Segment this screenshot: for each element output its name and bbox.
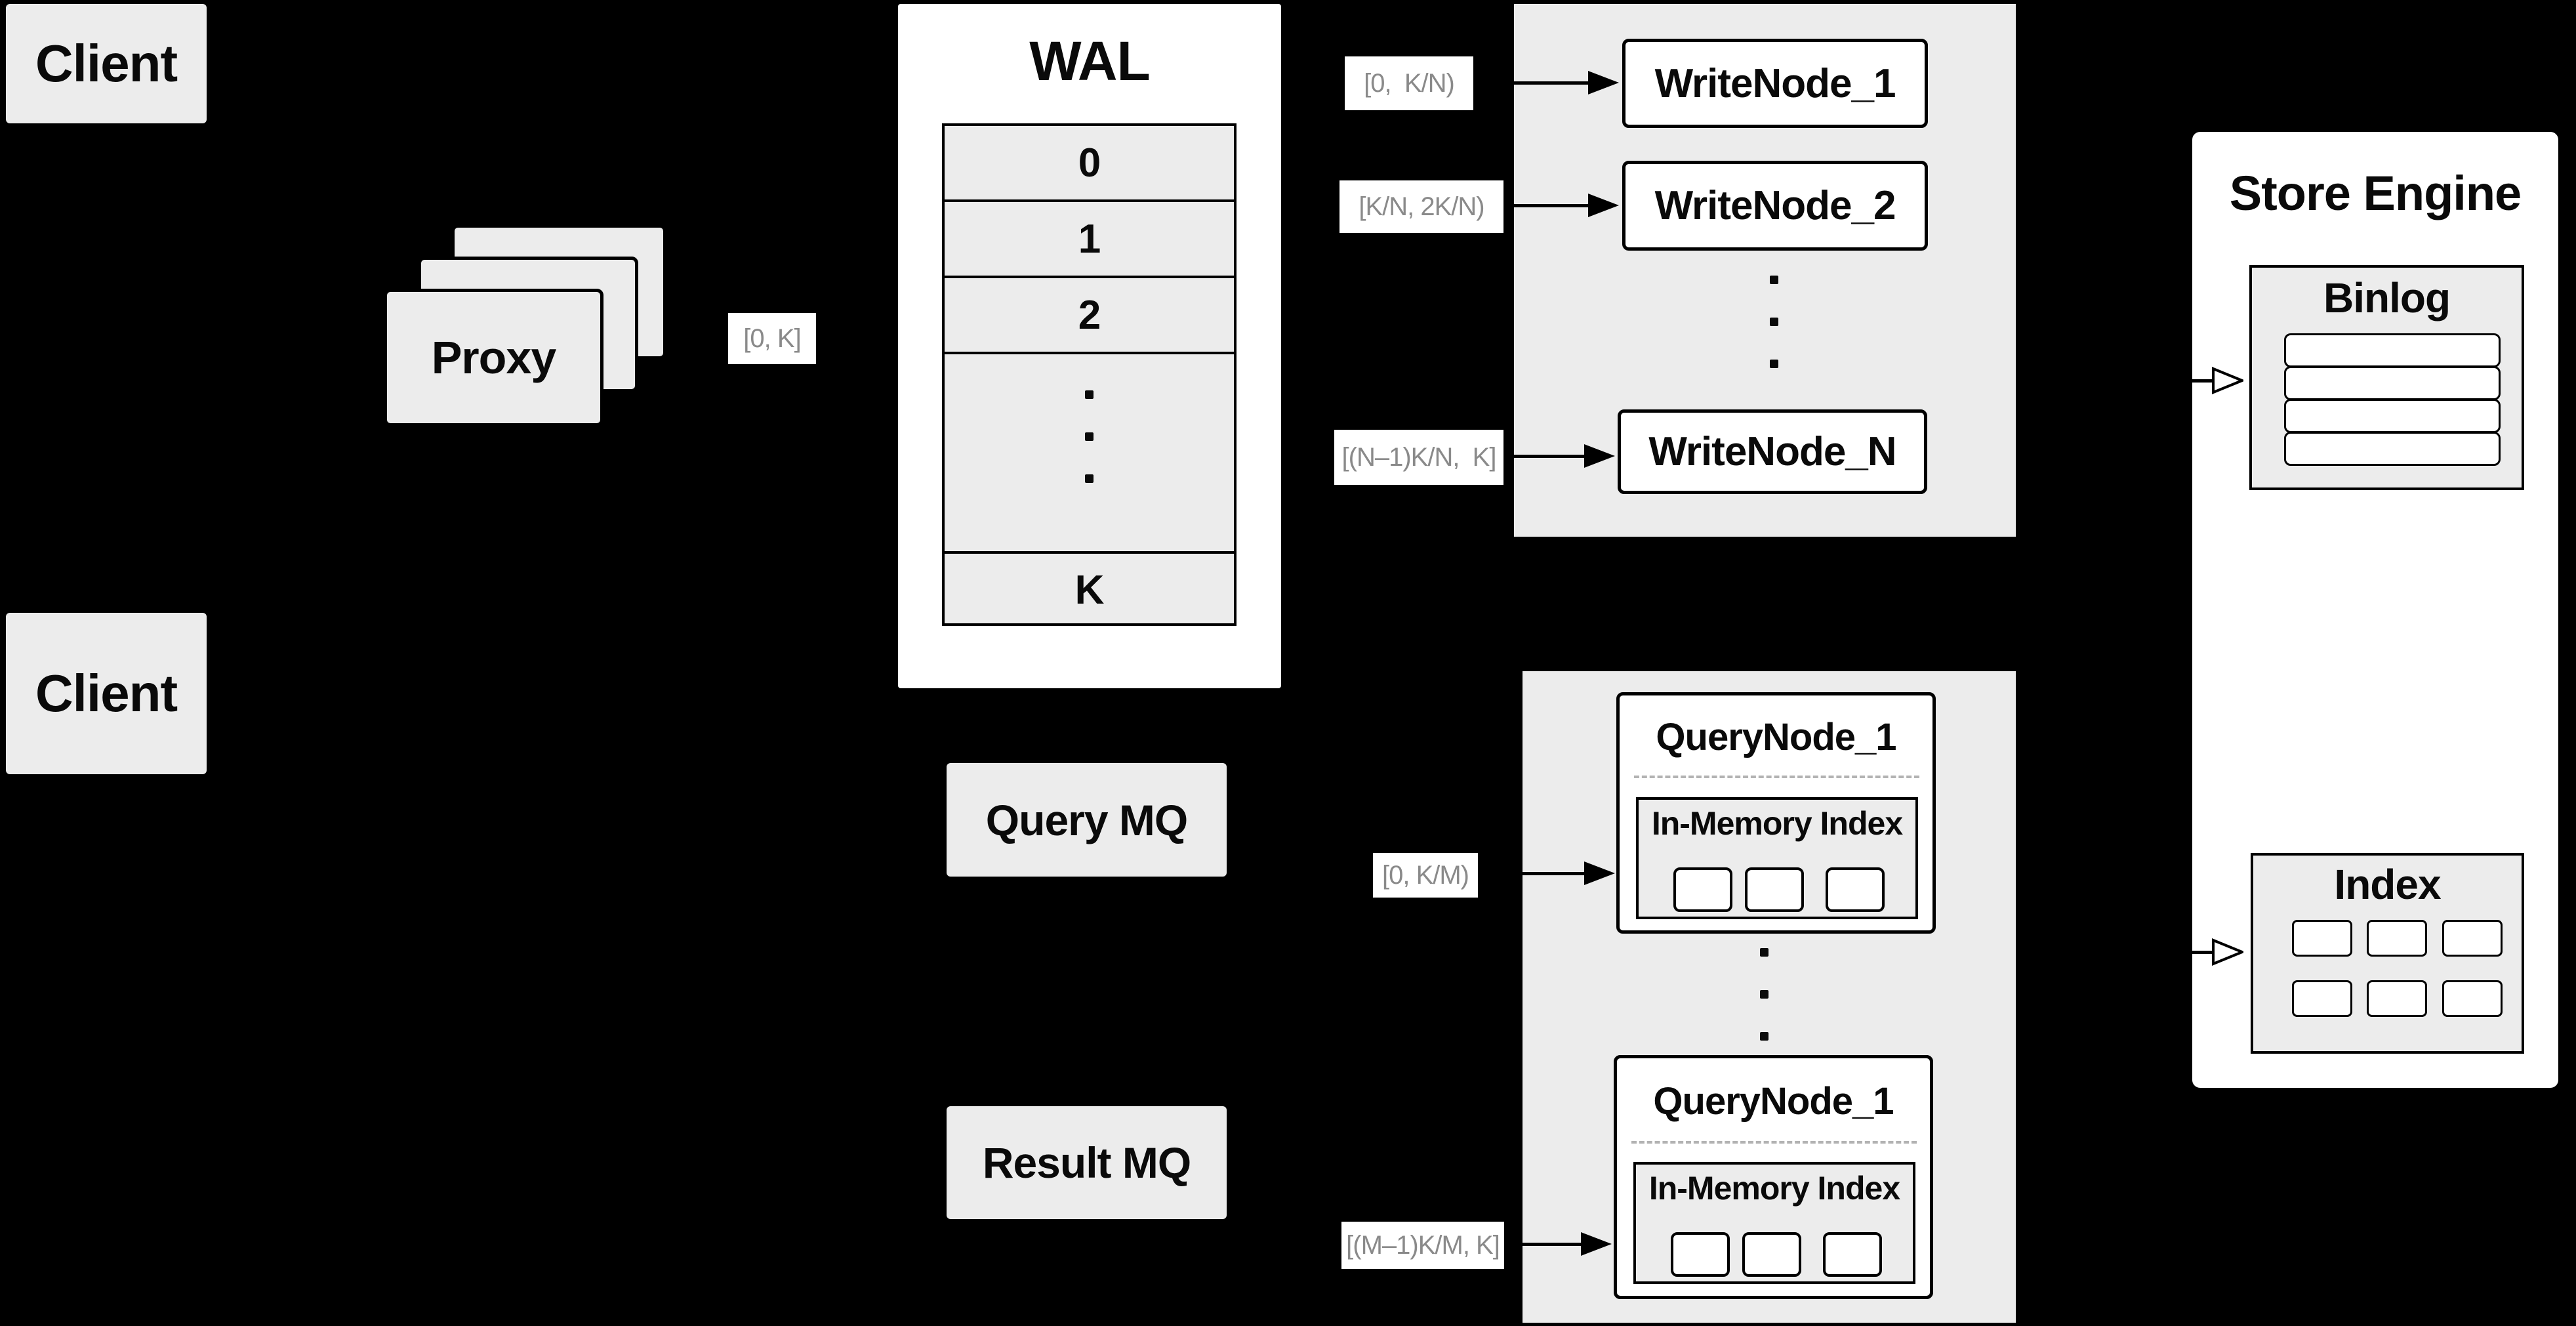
write-node-1-label: WriteNode_1 [1654, 60, 1896, 106]
wal-table: 0 1 2 K [942, 123, 1237, 626]
ellipsis-icon [1760, 948, 1769, 1046]
range-label-writenode-n: [(N–1)K/N, K] [1334, 430, 1503, 485]
range-label-writenode-2: [K/N, 2K/N) [1339, 180, 1503, 233]
result-mq-label: Result MQ [982, 1138, 1191, 1187]
in-memory-index-box-bottom: In-Memory Index [1633, 1162, 1915, 1284]
write-node-1-box: WriteNode_1 [1622, 39, 1928, 128]
binlog-title-wrap: Binlog [2252, 272, 2522, 324]
wal-row-0: 0 [945, 126, 1234, 202]
binlog-segment [2284, 399, 2501, 433]
query-node-bottom-title: QueryNode_1 [1653, 1079, 1894, 1123]
write-node-n-label: WriteNode_N [1648, 429, 1896, 474]
range-label-writenode-1: [0, K/N) [1345, 56, 1473, 110]
arrow-to-writenode-2 [1503, 194, 1619, 217]
arrowhead-icon [1588, 71, 1619, 94]
arrow-to-writenode-1 [1473, 71, 1619, 94]
index-title: Index [2334, 861, 2441, 908]
query-node-bottom-title-wrap: QueryNode_1 [1617, 1078, 1930, 1124]
index-segment-cell [1673, 867, 1732, 912]
client-box-bottom: Client [6, 613, 207, 774]
open-arrowhead-icon [2212, 938, 2243, 966]
store-engine-title: Store Engine [2229, 165, 2522, 220]
range-label-querynode-bottom: [(M–1)K/M, K] [1341, 1222, 1504, 1269]
wal-row-1: 1 [945, 202, 1234, 278]
wal-row-ellipsis [945, 354, 1234, 554]
wal-title-wrap: WAL [898, 30, 1281, 92]
in-memory-index-label-bottom: In-Memory Index [1648, 1170, 1900, 1207]
in-memory-index-box-top: In-Memory Index [1636, 797, 1918, 919]
wal-panel: WAL 0 1 2 K [898, 4, 1281, 688]
index-cell [2367, 980, 2427, 1017]
wal-row-k: K [1074, 567, 1105, 613]
range-label-querynode-top: [0, K/M) [1373, 853, 1478, 898]
dashed-separator [1634, 776, 1919, 778]
arrowhead-icon [1588, 194, 1619, 217]
proxy-box-front: Proxy [384, 289, 603, 426]
index-segment-cell [1826, 867, 1885, 912]
binlog-box: Binlog [2249, 265, 2524, 490]
binlog-segment [2284, 333, 2501, 367]
in-memory-index-title-wrap: In-Memory Index [1636, 1167, 1913, 1209]
result-mq-box: Result MQ [947, 1106, 1227, 1219]
query-node-top-box: QueryNode_1 In-Memory Index [1616, 692, 1936, 934]
arrow-to-writenode-n [1503, 444, 1615, 468]
client-top-label: Client [35, 34, 178, 93]
write-node-2-box: WriteNode_2 [1622, 161, 1928, 251]
query-node-top-title-wrap: QueryNode_1 [1620, 714, 1932, 760]
index-cell [2292, 920, 2352, 957]
client-box-top: Client [6, 4, 207, 123]
index-cell [2442, 920, 2503, 957]
in-memory-index-label-top: In-Memory Index [1651, 805, 1903, 842]
wal-row-2: 2 [945, 278, 1234, 354]
in-memory-index-title-wrap: In-Memory Index [1639, 802, 1915, 844]
index-cell [2367, 920, 2427, 957]
query-mq-box: Query MQ [947, 763, 1227, 877]
binlog-segment [2284, 366, 2501, 400]
open-arrow-to-binlog [2190, 367, 2243, 394]
wal-title: WAL [1029, 30, 1151, 92]
open-arrow-to-index [2190, 938, 2243, 966]
index-box: Index [2251, 853, 2524, 1054]
ellipsis-icon [1085, 390, 1094, 515]
dashed-separator [1631, 1141, 1917, 1144]
query-node-top-title: QueryNode_1 [1656, 715, 1896, 758]
index-segment-cell [1745, 867, 1804, 912]
write-node-n-box: WriteNode_N [1618, 409, 1927, 494]
arrowhead-icon [1584, 861, 1615, 885]
binlog-title: Binlog [2323, 274, 2451, 321]
arrowhead-icon [1581, 1232, 1612, 1256]
arrowhead-icon [1584, 444, 1615, 468]
ellipsis-icon [1770, 276, 1779, 374]
index-segment-cell [1823, 1232, 1882, 1277]
write-node-2-label: WriteNode_2 [1654, 183, 1896, 228]
index-cell [2442, 980, 2503, 1017]
index-segment-cell [1742, 1232, 1801, 1277]
proxy-label: Proxy [431, 332, 557, 383]
query-node-container: QueryNode_1 In-Memory Index QueryNode_1 [1523, 671, 2016, 1323]
index-segment-cell [1671, 1232, 1730, 1277]
query-mq-label: Query MQ [985, 795, 1188, 844]
query-node-bottom-box: QueryNode_1 In-Memory Index [1614, 1055, 1933, 1299]
range-label-proxy-to-wal: [0, K] [728, 313, 816, 364]
arrow-to-querynode-bottom [1504, 1232, 1612, 1256]
store-engine-title-wrap: Store Engine [2192, 163, 2558, 222]
store-engine-panel: Store Engine Binlog Index [2190, 129, 2561, 1090]
index-cell [2292, 980, 2352, 1017]
arrow-to-querynode-top [1478, 861, 1615, 885]
index-title-wrap: Index [2253, 858, 2522, 911]
client-bottom-label: Client [35, 664, 178, 722]
binlog-segment [2284, 432, 2501, 466]
open-arrowhead-icon [2212, 367, 2243, 394]
